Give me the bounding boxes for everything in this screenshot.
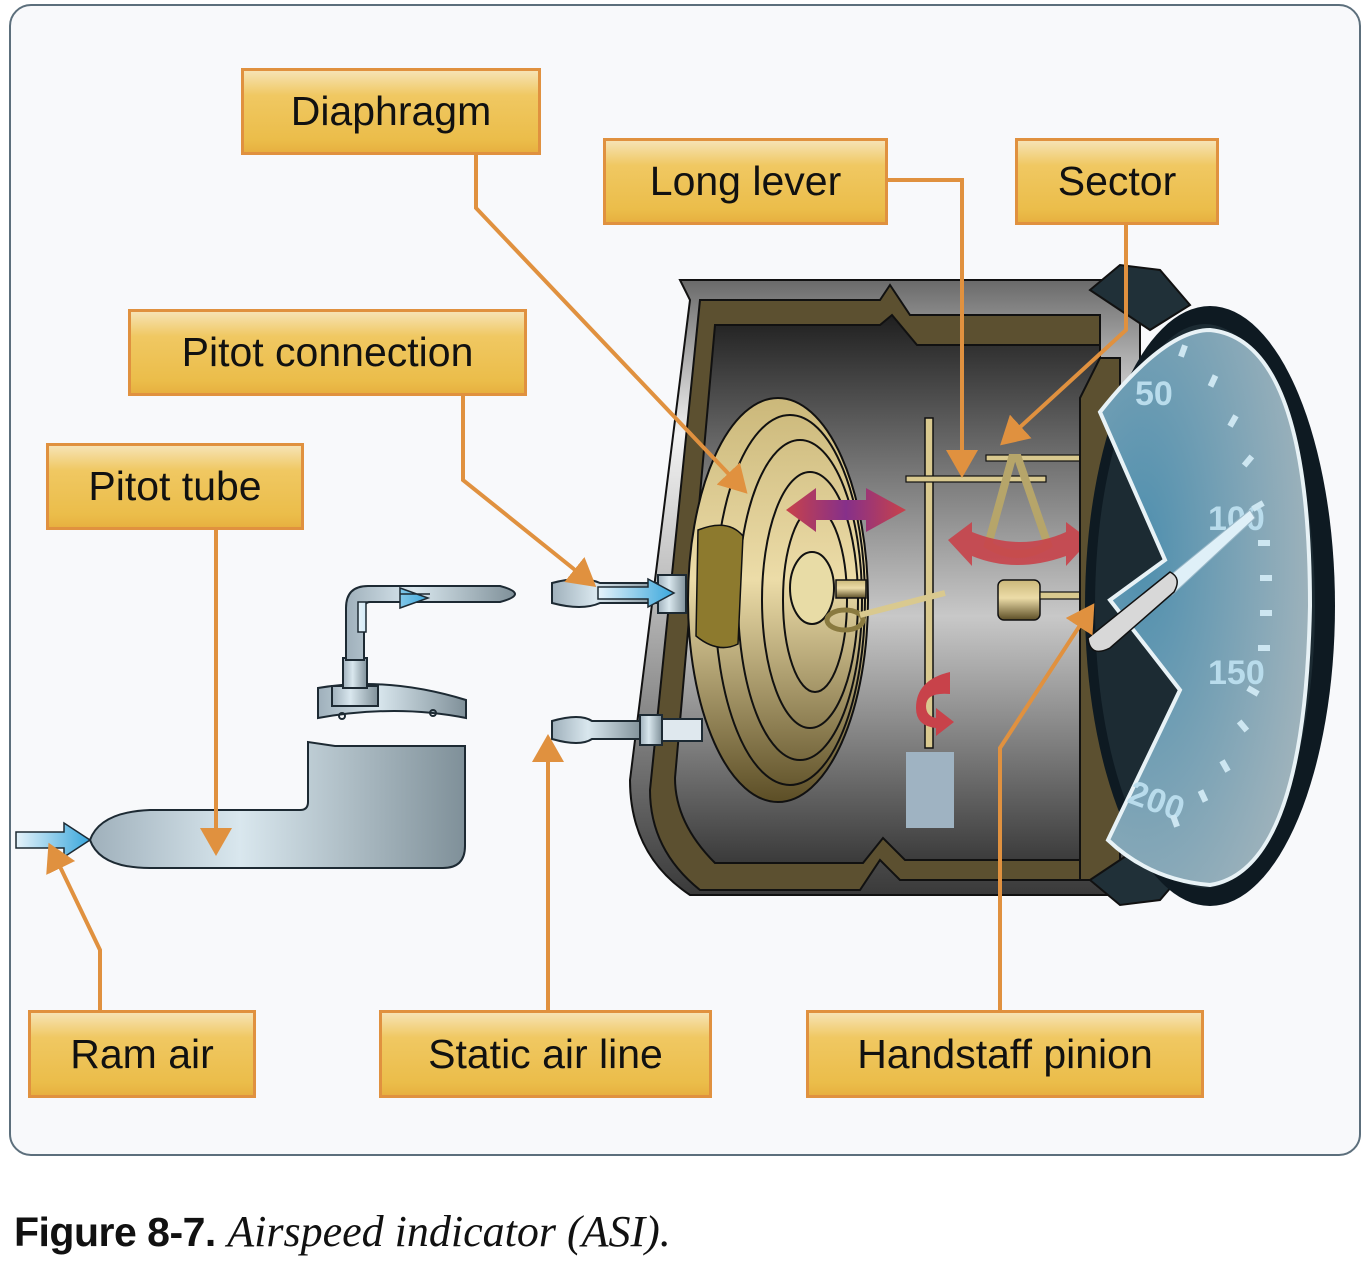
leader-ram-air xyxy=(46,842,102,1012)
label-long-lever-text: Long lever xyxy=(649,158,842,204)
label-handstaff-pinion: Handstaff pinion xyxy=(806,1010,1204,1098)
label-sector: Sector xyxy=(1015,138,1219,225)
label-pitot-tube: Pitot tube xyxy=(46,443,304,530)
label-diaphragm: Diaphragm xyxy=(241,68,541,155)
pitot-tube-body xyxy=(88,585,516,869)
figure-title: Airspeed indicator (ASI). xyxy=(227,1207,671,1256)
dial-tick-marks xyxy=(1170,344,1272,828)
label-static-air-line: Static air line xyxy=(379,1010,712,1098)
label-ram-air-text: Ram air xyxy=(70,1030,214,1077)
label-pitot-connection: Pitot connection xyxy=(128,309,527,396)
motion-arrow-sector xyxy=(948,522,1090,566)
label-ram-air: Ram air xyxy=(28,1010,256,1098)
label-long-lever: Long lever xyxy=(603,138,888,225)
leader-pitot-connection xyxy=(461,394,597,588)
diaphragm xyxy=(687,397,869,803)
leader-sector xyxy=(1000,222,1128,446)
leader-handstaff-pinion xyxy=(998,603,1095,1012)
dial-assembly: 50 100 150 200 xyxy=(1079,263,1335,907)
label-handstaff-pinion-text: Handstaff pinion xyxy=(857,1030,1153,1077)
figure-number: Figure 8-7. xyxy=(14,1209,216,1255)
airflow-arrow-pitot-tube xyxy=(357,586,431,633)
leader-lines xyxy=(46,153,1128,1012)
dial-number-150: 150 xyxy=(1208,654,1265,692)
motion-arrow-rotation xyxy=(916,672,954,736)
label-pitot-tube-text: Pitot tube xyxy=(88,463,262,509)
dial-number-50: 50 xyxy=(1135,375,1173,413)
handstaff-pinion xyxy=(997,579,1041,621)
airflow-arrow-pitot-connection xyxy=(597,577,676,609)
leader-long-lever xyxy=(886,178,978,478)
label-pitot-connection-text: Pitot connection xyxy=(181,329,474,375)
motion-arrow-diaphragm xyxy=(786,488,906,532)
static-air-line-fitting xyxy=(551,714,703,746)
pointer-arm xyxy=(1087,571,1178,653)
label-static-air-line-text: Static air line xyxy=(428,1030,663,1077)
label-diaphragm-text: Diaphragm xyxy=(290,88,492,134)
label-sector-text: Sector xyxy=(1057,158,1177,204)
figure-caption: Figure 8-7. Airspeed indicator (ASI). xyxy=(14,1206,671,1257)
leader-diaphragm xyxy=(474,153,748,494)
